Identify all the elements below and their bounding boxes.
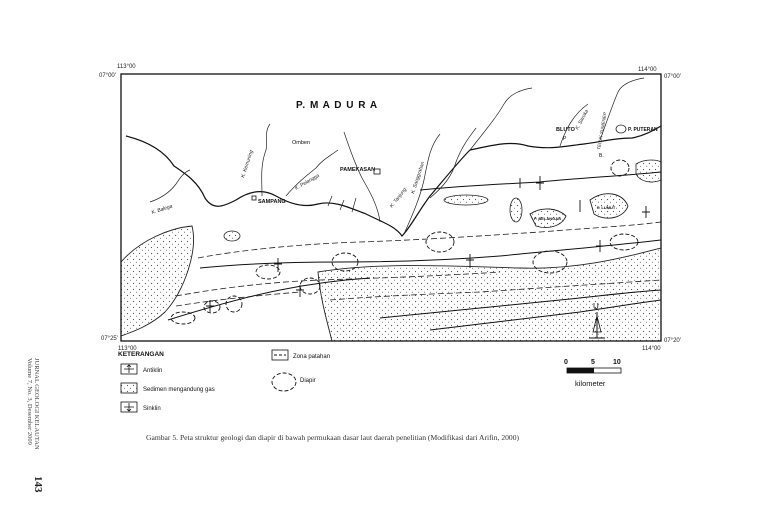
coord-top-right-lon: 114°00 <box>638 67 657 73</box>
fault-zones <box>175 221 661 307</box>
coord-bottom-left-lon: 113°00 <box>118 346 137 352</box>
legend-zona-label: Zona patahan <box>293 354 330 360</box>
map-frame <box>120 73 662 342</box>
scale-bar <box>566 367 622 374</box>
coord-bottom-left-lat: 07°25' <box>101 336 118 342</box>
north-label: U <box>593 302 599 311</box>
island-belangan <box>529 208 567 228</box>
river-label-pelangga: K. Pelangga <box>294 173 321 192</box>
scale-tick-5: 5 <box>591 359 595 366</box>
coord-top-left-lat: 07°00' <box>99 73 116 79</box>
island-small <box>509 197 523 223</box>
puteran-island <box>615 124 627 134</box>
sediment-zone-east <box>635 159 661 183</box>
label-island-belangan: P. BELANGAN <box>534 216 561 221</box>
legend-sedimen-swatch <box>120 382 138 394</box>
legend-sinklin-swatch <box>120 401 138 413</box>
sediment-zone-west <box>121 225 194 337</box>
legend-antiklin-symbol <box>124 364 134 373</box>
figure-caption: Gambar 5. Peta struktur geologi dan diap… <box>146 433 520 442</box>
coord-top-right-lat: 07°00' <box>664 74 681 80</box>
madura-coastline <box>125 125 661 237</box>
coord-bottom-right-lon: 114°00 <box>642 346 661 352</box>
island-lumut <box>589 193 629 219</box>
structure-lines <box>167 171 661 331</box>
label-marker-right: B. <box>599 153 604 159</box>
scale-tick-10: 10 <box>613 359 621 366</box>
legend-title: KETERANGAN <box>118 351 164 358</box>
coord-top-left-lon: 113°00 <box>117 64 136 70</box>
island-center <box>443 194 489 206</box>
river-label-tanjung: K. Tanjung <box>389 187 408 210</box>
label-bluto-sub: P <box>563 136 567 142</box>
coord-bottom-right-lat: 07°20' <box>664 338 681 344</box>
legend-sinklin-symbol <box>124 403 134 412</box>
legend-sinklin-label: Sinklin <box>143 406 161 412</box>
sampang-box <box>251 195 257 201</box>
river-label-saroka: K. Saroka <box>574 109 590 131</box>
label-omben: Omben <box>292 140 310 146</box>
label-pamekasan: PAMEKASAN <box>340 167 375 173</box>
scale-unit: kilometer <box>575 379 606 388</box>
river-label-balega: K. Balega <box>151 203 174 215</box>
legend-diapir-label: Diapir <box>300 378 316 384</box>
legend-diapir-symbol <box>271 372 297 392</box>
river-label-kemuning: K. Kemuning <box>240 149 255 178</box>
pamekasan-box <box>373 168 381 175</box>
label-sampang: SAMPANG <box>258 199 286 205</box>
island-west <box>223 230 241 242</box>
fold-ticks <box>206 176 650 312</box>
label-puteran: P. PUTERAN <box>628 127 658 133</box>
sediment-zone-south <box>317 247 661 341</box>
river-label-sumenep: TELUK SUMENEP <box>596 112 608 150</box>
label-island-lumut: P. LUMUT <box>597 205 616 210</box>
legend-sedimen-label: Sedimen mengandung gas <box>143 387 215 393</box>
legend-antiklin-swatch <box>120 363 138 375</box>
diapirs <box>170 159 639 325</box>
page-number: 143 <box>32 476 44 493</box>
scale-tick-0: 0 <box>564 359 568 366</box>
legend-zona-swatch <box>271 349 289 361</box>
island-title: P. M A D U R A <box>296 100 378 111</box>
legend-antiklin-label: Antiklin <box>143 368 162 374</box>
label-bluto: BLUTO <box>556 127 576 133</box>
north-arrow <box>589 312 605 339</box>
journal-sidebar: JURNAL GEOLOGI KELAUTAN Volume 7, No. 3,… <box>22 358 60 508</box>
river-network <box>149 77 645 235</box>
